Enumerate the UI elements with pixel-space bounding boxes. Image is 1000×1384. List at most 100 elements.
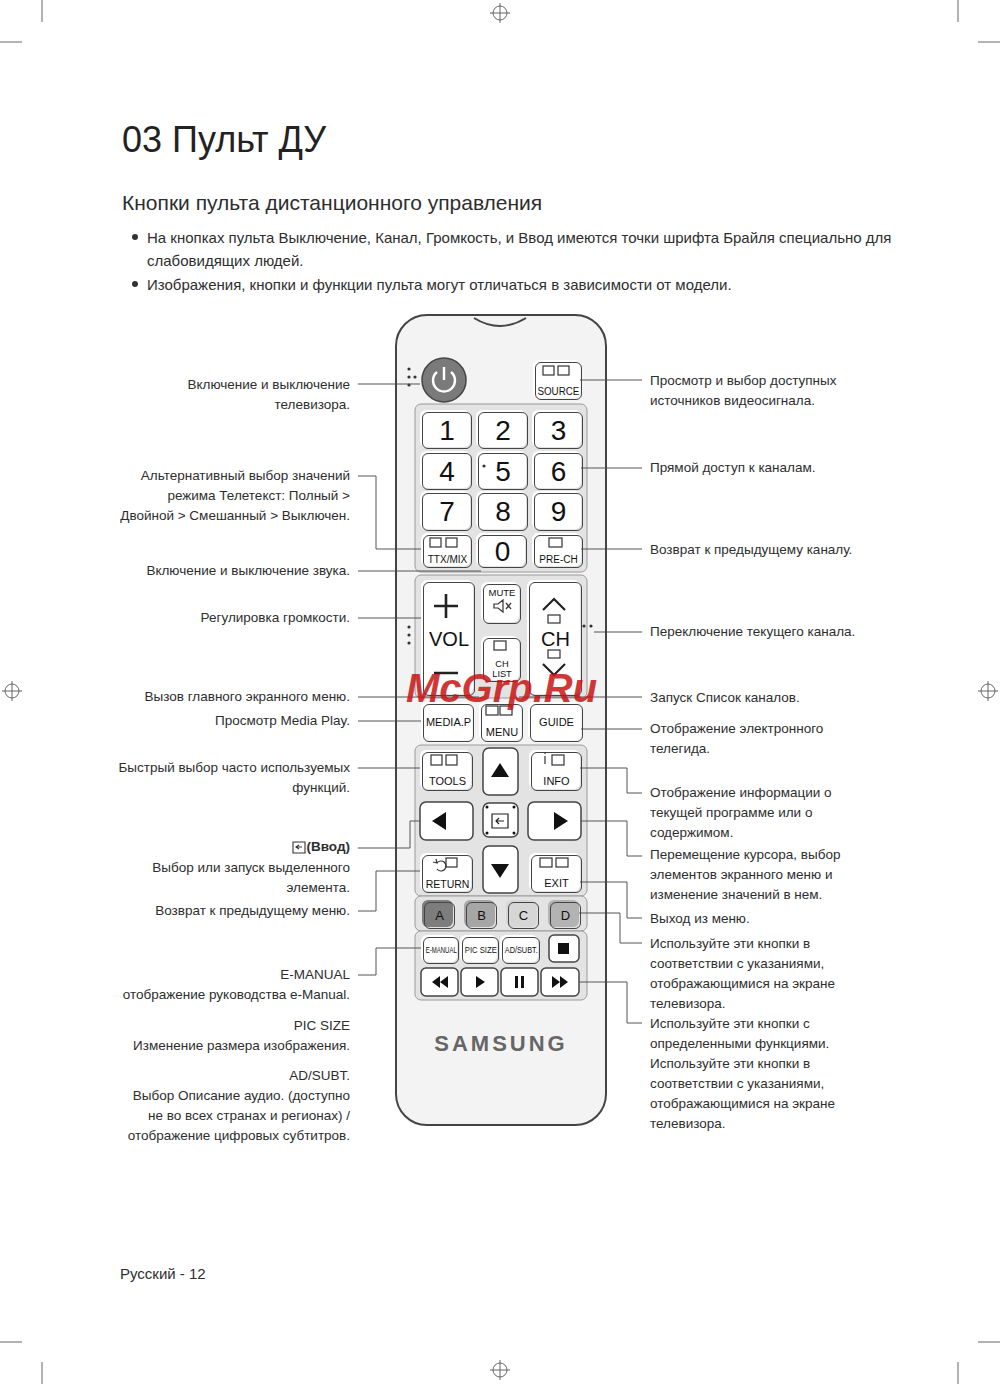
remote-button: C (508, 902, 539, 929)
button-face (420, 410, 470, 447)
remote-button: 1 (422, 412, 472, 449)
button-face (481, 582, 519, 622)
callout-text: Просмотр и выбор доступных источников ви… (650, 371, 855, 411)
callout-text: Изменение размера изображения. (100, 1036, 350, 1056)
remote-body (395, 314, 607, 1126)
button-face (476, 491, 526, 529)
callout-text: Возврат к предыдущему каналу. (650, 540, 900, 560)
button-face (421, 533, 470, 566)
callout-text: Отображение электронного телегида. (650, 719, 842, 759)
remote-button: E-MANUAL (423, 937, 459, 964)
button-label: AD/SUBT. (504, 946, 537, 955)
bullet-note: На кнопках пульта Выключение, Канал, Гро… (147, 226, 892, 272)
button-icons (422, 358, 569, 871)
button-label: 5 (495, 457, 511, 486)
button-face (529, 750, 580, 789)
callout-text: E-MANUAL (200, 965, 350, 985)
callout-text: Перемещение курсора, выбор элементов экр… (650, 845, 855, 905)
callout-text: Альтернативный выбор значений режима Тел… (120, 466, 350, 526)
button-label: 7 (439, 497, 455, 526)
button-label: B (477, 909, 486, 923)
section-heading: Кнопки пульта дистанционного управления (122, 186, 842, 219)
bullet-note: Изображения, кнопки и функции пульта мог… (147, 273, 892, 296)
bullet-dots (132, 234, 138, 287)
remote-button: 0 (478, 535, 527, 568)
button-face (420, 491, 470, 529)
remote-button: 6 (534, 453, 583, 490)
callout-text: (Ввод) (260, 837, 350, 857)
button-label: CH (541, 629, 570, 650)
brand-name: SAMSUNG (397, 1032, 605, 1055)
remote-button: SOURCE (535, 362, 582, 400)
remote-body: SAMSUNG SOURCE 1 2 3 45 6 7 8 9TTX/MIX0PRE-CH VOL M… (395, 314, 607, 1126)
remote-button: TTX/MIX (423, 535, 472, 568)
remote-button: MUTE (483, 584, 521, 624)
callout-text: Выбор Описание аудио. (доступно не во вс… (118, 1086, 350, 1146)
button-label: 2 (495, 416, 511, 445)
button-face (476, 451, 526, 488)
button-face (464, 900, 495, 927)
button-label: PIC SIZE (465, 946, 497, 955)
button-label: INFO (543, 776, 569, 788)
button-face (460, 935, 497, 962)
button-face (420, 750, 471, 789)
remote-button: 8 (478, 493, 528, 531)
navigation-pad (420, 748, 581, 893)
remote-button: 5 (478, 453, 528, 490)
button-face (476, 410, 526, 447)
button-label: GUIDE (539, 717, 574, 729)
button-label: A (435, 909, 444, 923)
callout-text: Используйте эти кнопки с определенными ф… (650, 1014, 860, 1054)
button-label: 8 (495, 497, 511, 526)
remote-button: 3 (534, 412, 583, 449)
button-face (532, 410, 581, 447)
remote-button: B (466, 902, 497, 929)
button-label: 6 (551, 457, 567, 486)
remote-button: RETURN (422, 855, 473, 893)
button-face (421, 935, 457, 962)
button-label: C (519, 909, 528, 923)
button-label: D (561, 909, 570, 923)
remote-button: 7 (422, 493, 472, 531)
button-label: TOOLS (429, 776, 466, 788)
button-face (422, 900, 453, 927)
remote-button: TOOLS (422, 752, 473, 791)
remote-button: PRE-CH (534, 535, 583, 568)
remote-button: INFO (531, 752, 582, 791)
button-label: VOL (429, 629, 469, 650)
button-face (500, 935, 538, 962)
button-label: PRE-CH (539, 555, 577, 566)
button-label: SOURCE (538, 387, 580, 398)
callout-text: Регулировка громкости. (100, 608, 350, 628)
remote-button: EXIT (531, 855, 582, 893)
button-face (532, 491, 581, 529)
callout-text: отображение руководства e-Manual. (100, 985, 350, 1005)
button-face (548, 900, 579, 927)
remote-button: AD/SUBT. (502, 937, 540, 964)
remote-button: 4 (422, 453, 472, 490)
button-label: RETURN (426, 879, 470, 890)
page-footer: Русский - 12 (120, 1262, 370, 1285)
button-fills (420, 360, 581, 962)
callout-text: Запуск Список каналов. (650, 688, 900, 708)
enter-icon (293, 842, 305, 853)
button-label: MENU (486, 727, 518, 739)
button-label: 3 (551, 416, 567, 445)
watermark: McGrp.Ru (406, 664, 626, 712)
callout-text: Вызов главного экранного меню. (100, 687, 350, 707)
button-label: EXIT (544, 878, 568, 890)
button-face (533, 360, 580, 398)
callout-text: Выход из меню. (650, 909, 900, 929)
remote-button: PIC SIZE (462, 937, 499, 964)
button-label: MEDIA.P (426, 717, 471, 729)
leader-lines (358, 380, 642, 1023)
callout-text: Переключение текущего канала. (650, 622, 900, 642)
callout-text: PIC SIZE (200, 1016, 350, 1036)
callout-text: Возврат к предыдущему меню. (100, 901, 350, 921)
page-title: 03 Пульт ДУ (122, 118, 326, 162)
callout-text: Выбор или запуск выделенного элемента. (130, 858, 350, 898)
callout-text: Включение и выключение телевизора. (170, 375, 350, 415)
button-label: 1 (439, 416, 455, 445)
button-label: 9 (551, 497, 567, 526)
